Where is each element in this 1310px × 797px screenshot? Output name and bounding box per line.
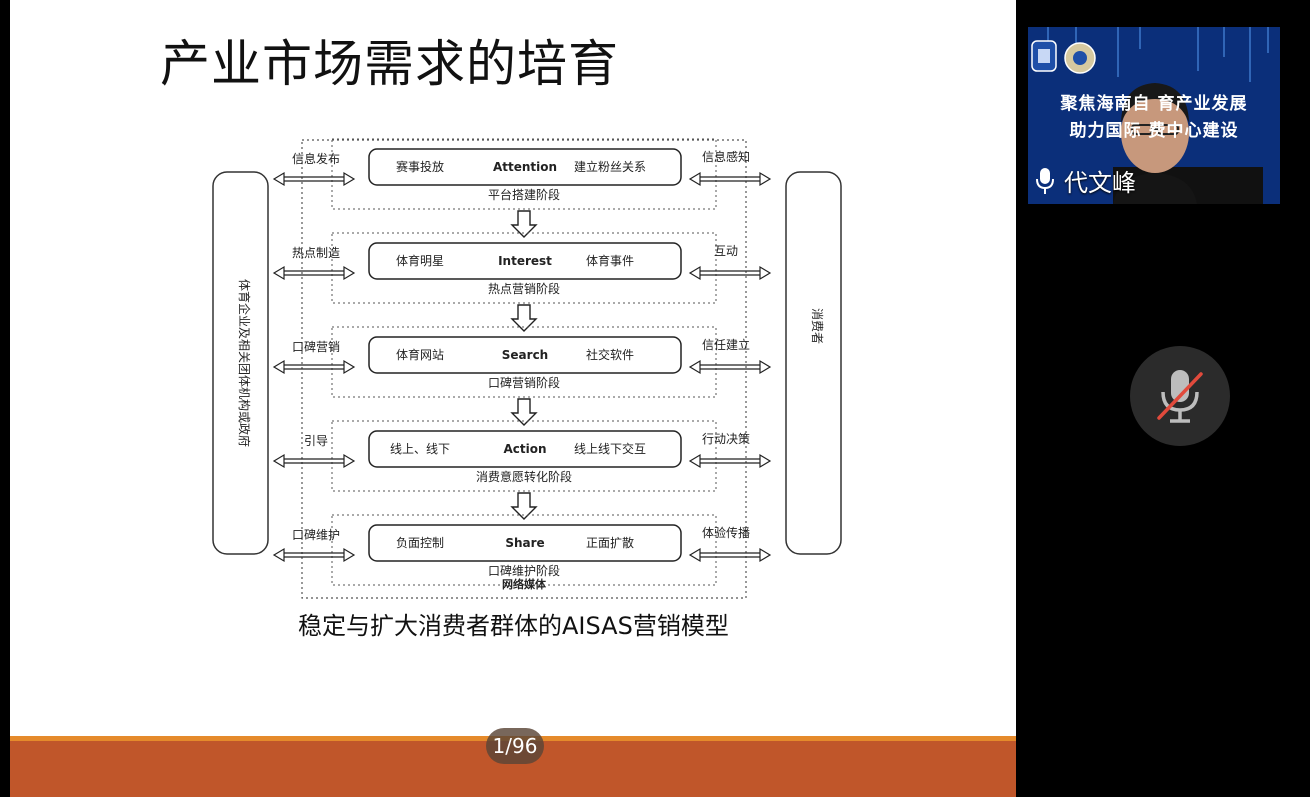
stage-box xyxy=(368,242,682,280)
banner-text-line-1: 聚焦海南自 育产业发展 xyxy=(1060,94,1248,114)
left-column-label: 体育企业及相关团体机构或政府 xyxy=(237,279,252,447)
stage-keyword: Share xyxy=(505,536,544,550)
page-counter[interactable]: 1/96 xyxy=(486,728,544,764)
stage-name: 口碑营销阶段 xyxy=(488,375,560,390)
stage-left-item: 负面控制 xyxy=(396,536,444,550)
stage-left-item: 线上、线下 xyxy=(390,442,450,456)
stage-right-item: 线上线下交互 xyxy=(574,441,646,456)
down-arrow-icon xyxy=(510,304,538,332)
speaker-figure xyxy=(1113,83,1263,204)
stage-frame xyxy=(331,138,717,210)
stage-left-item: 赛事投放 xyxy=(396,159,444,174)
slide-caption: 稳定与扩大消费者群体的AISAS营销模型 xyxy=(298,612,729,640)
banner-text-line-2: 助力国际 费中心建设 xyxy=(1069,121,1239,141)
down-arrow-icon xyxy=(510,210,538,238)
stage-left-item: 体育明星 xyxy=(396,253,444,268)
mute-toggle-button[interactable] xyxy=(1130,346,1230,446)
left-double-arrow xyxy=(272,359,356,375)
right-column-label: 消费者 xyxy=(810,308,824,344)
aisas-diagram: 网络媒体 体育企业及相关团体机构或政府 消费者 赛事投放 Attention 建立粉… xyxy=(212,138,842,599)
microphone-icon xyxy=(1036,168,1054,194)
stage-keyword: Attention xyxy=(493,160,557,174)
stage-left-item: 体育网站 xyxy=(396,347,444,362)
speaker-name: 代文峰 xyxy=(1064,169,1136,197)
stage-right-label: 互动 xyxy=(714,244,738,258)
stage-right-item: 体育事件 xyxy=(586,253,634,268)
slide: 产业市场需求的培育 网络媒体 体育企业及相关团体机构或政府 消费者 赛事投放 At… xyxy=(10,0,1016,797)
stage-right-label: 信息感知 xyxy=(702,149,750,164)
right-double-arrow xyxy=(688,359,772,375)
stage-frame xyxy=(331,420,717,492)
stage-right-item: 建立粉丝关系 xyxy=(574,159,646,174)
stage-left-label: 引导 xyxy=(304,434,328,448)
stage-name: 消费意愿转化阶段 xyxy=(476,469,572,484)
stage-name: 平台搭建阶段 xyxy=(488,187,560,202)
stage-right-label: 信任建立 xyxy=(702,337,750,352)
stage-frame xyxy=(331,514,717,586)
network-media-label: 网络媒体 xyxy=(502,577,547,591)
stage-box xyxy=(368,524,682,562)
stage-keyword: Search xyxy=(502,348,548,362)
stage-right-item: 正面扩散 xyxy=(586,535,634,550)
left-double-arrow xyxy=(272,171,356,187)
stage-name: 热点营销阶段 xyxy=(488,281,560,296)
logo-badge-1 xyxy=(1031,40,1057,72)
stage-box xyxy=(368,148,682,186)
down-arrow-icon xyxy=(510,398,538,426)
stage-right-label: 行动决策 xyxy=(702,432,750,446)
stage-frame xyxy=(331,326,717,398)
right-double-arrow xyxy=(688,171,772,187)
stage-keyword: Action xyxy=(503,442,546,456)
mic-off-icon xyxy=(1157,370,1203,423)
stage-keyword: Interest xyxy=(498,254,552,268)
stage-left-label: 信息发布 xyxy=(292,151,340,166)
stage-box xyxy=(368,430,682,468)
stage-left-label: 口碑营销 xyxy=(292,339,340,354)
stage-right-item: 社交软件 xyxy=(586,347,634,362)
left-double-arrow xyxy=(272,547,356,563)
stage-left-label: 热点制造 xyxy=(292,246,340,260)
right-double-arrow xyxy=(688,265,772,281)
speaker-video-frame xyxy=(1028,27,1280,204)
down-arrow-icon xyxy=(510,492,538,520)
stage-left-label: 口碑维护 xyxy=(292,527,340,542)
left-column-box xyxy=(212,171,269,555)
speaker-video-tile[interactable]: 聚焦海南自 育产业发展 助力国际 费中心建设 代文峰 xyxy=(1028,27,1280,204)
stage-box xyxy=(368,336,682,374)
stage-right-label: 体验传播 xyxy=(702,525,750,540)
stage-name: 口碑维护阶段 xyxy=(488,563,560,578)
left-double-arrow xyxy=(272,453,356,469)
stage-frame xyxy=(331,232,717,304)
slide-title: 产业市场需求的培育 xyxy=(160,35,619,93)
logo-badge-2 xyxy=(1064,42,1096,74)
left-double-arrow xyxy=(272,265,356,281)
right-column-box xyxy=(785,171,842,555)
right-double-arrow xyxy=(688,547,772,563)
right-double-arrow xyxy=(688,453,772,469)
